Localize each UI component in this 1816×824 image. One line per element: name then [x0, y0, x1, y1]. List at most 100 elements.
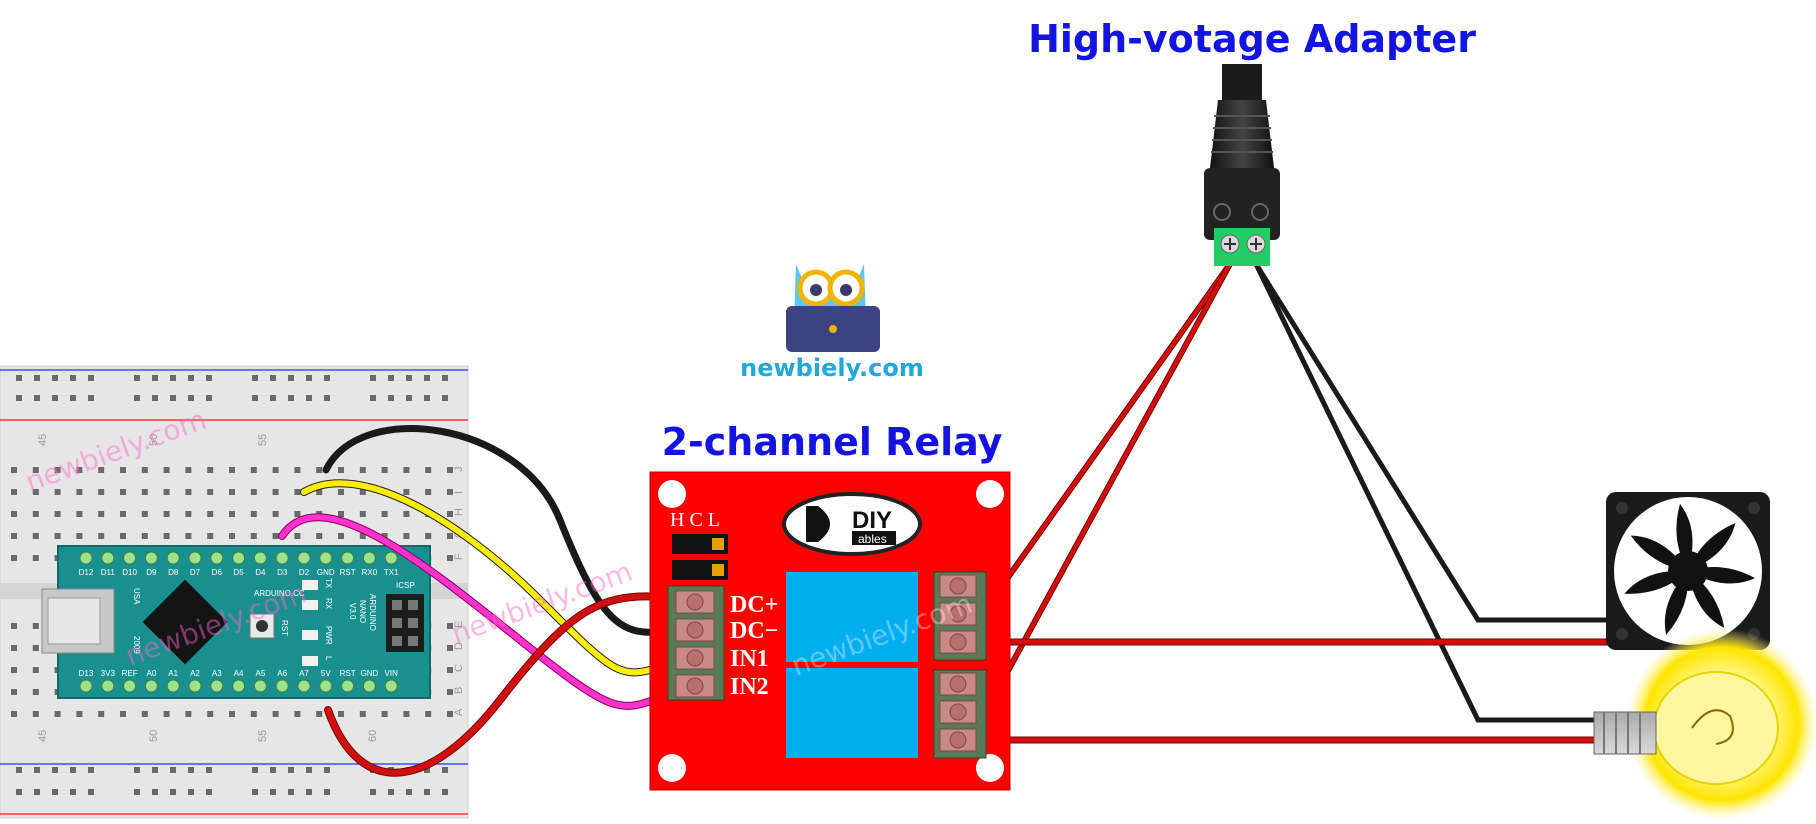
- minus-icon: [1251, 203, 1269, 221]
- row-letter-a: A: [453, 708, 465, 716]
- nano-bottom-pin-label: A1: [168, 669, 178, 678]
- led-tx: [302, 580, 318, 590]
- led-rx: [302, 600, 318, 610]
- nano-bottom-pin: [166, 679, 180, 693]
- pin-label-in1: IN1: [730, 646, 769, 672]
- nano-bottom-pin-label: A4: [234, 669, 244, 678]
- nano-top-pin: [188, 551, 202, 565]
- nano-top-pin-label: RST: [340, 568, 356, 577]
- col-number-45-bottom: 45: [37, 730, 49, 742]
- wire-black-gnd: [322, 425, 674, 636]
- nano-top-pin: [166, 551, 180, 565]
- nano-top-pin: [384, 551, 398, 565]
- nano-top-pin-label: D6: [212, 568, 223, 577]
- nano-tx-label: TX: [324, 578, 333, 589]
- nano-bottom-pin: [384, 679, 398, 693]
- nano-pwr-label: PWR: [324, 626, 333, 645]
- nano-top-pin-label: D9: [146, 568, 157, 577]
- jumper-labels: H C L: [670, 509, 720, 531]
- plus-icon: [1213, 203, 1231, 221]
- breadboard-column-numbers: 45 50 55 45 50 55 60: [37, 434, 379, 742]
- nano-bottom-pin: [232, 679, 246, 693]
- nano-top-pin: [297, 551, 311, 565]
- nano-top-pin-label: RX0: [362, 568, 378, 577]
- nano-top-pin-label: D11: [101, 568, 116, 577]
- nano-top-pin: [144, 551, 158, 565]
- wires: [278, 261, 1612, 777]
- nano-bottom-pin-label: A2: [190, 669, 200, 678]
- nano-bottom-pin-label: RST: [340, 669, 356, 678]
- nano-bottom-pin: [341, 679, 355, 693]
- nano-bottom-pin: [101, 679, 115, 693]
- nano-rst-label: RST: [280, 620, 289, 636]
- led-l: [302, 656, 318, 666]
- col-number-50-top: 50: [148, 434, 160, 446]
- pin-label-in2: IN2: [730, 674, 769, 700]
- nano-bottom-pin: [362, 679, 376, 693]
- nano-top-pin-label: D10: [122, 568, 137, 577]
- row-letter-c: C: [453, 664, 465, 672]
- nano-top-pin: [210, 551, 224, 565]
- nano-top-pin-label: D4: [255, 568, 266, 577]
- light-bulb: [1593, 628, 1816, 820]
- pin-label-dc-plus: DC+: [730, 592, 778, 618]
- nano-top-pin: [232, 551, 246, 565]
- brand-text: newbiely.com: [740, 354, 924, 382]
- col-number-50-bottom: 50: [148, 730, 160, 742]
- row-letter-d: D: [453, 642, 465, 650]
- nano-top-pin: [253, 551, 267, 565]
- logo-sub-text: ables: [858, 532, 887, 546]
- wire-black-adapter-bulb: [1253, 261, 1603, 723]
- wire-black-adapter-fan: [1253, 261, 1611, 623]
- fan: [1606, 492, 1770, 650]
- row-letter-b: B: [453, 687, 465, 694]
- dc-adapter: [1204, 64, 1280, 266]
- nano-bottom-pin: [123, 679, 137, 693]
- nano-top-pin-label: D3: [277, 568, 288, 577]
- nano-bottom-pin-label: REF: [122, 669, 138, 678]
- led-pwr: [302, 630, 318, 640]
- relay-2: [786, 668, 918, 758]
- nano-top-pin: [275, 551, 289, 565]
- microcontroller-chip: [142, 579, 228, 665]
- adapter-title: High-votage Adapter: [1028, 17, 1476, 61]
- relay-1: [786, 572, 918, 662]
- pin-label-dc-minus: DC−: [730, 618, 778, 644]
- nano-bottom-pin-label: A0: [147, 669, 157, 678]
- nano-year: 2009: [132, 636, 141, 654]
- relay-title: 2-channel Relay: [662, 420, 1003, 464]
- nano-name-line1: ARDUINO: [368, 594, 377, 631]
- nano-bottom-pin-label: A7: [299, 669, 309, 678]
- nano-rx-label: RX: [324, 598, 333, 610]
- nano-bottom-pin: [275, 679, 289, 693]
- col-number-55-top: 55: [257, 434, 269, 446]
- nano-top-pin: [341, 551, 355, 565]
- nano-bottom-pin-label: D13: [79, 669, 94, 678]
- nano-bottom-pin-label: 5V: [321, 669, 331, 678]
- nano-bottom-pin: [319, 679, 333, 693]
- nano-top-pin: [101, 551, 115, 565]
- nano-top-pin-label: D7: [190, 568, 201, 577]
- relay-module: DIY ables H C L DC+ DC− IN1 IN2: [649, 471, 1011, 791]
- nano-name-line3: V3.0: [348, 603, 357, 620]
- icsp-label: ICSP: [396, 581, 415, 590]
- nano-top-pin-label: D12: [79, 568, 94, 577]
- nano-bottom-pin: [210, 679, 224, 693]
- nano-top-pin: [123, 551, 137, 565]
- newbiely-logo: newbiely.com: [740, 264, 924, 382]
- nano-bottom-pin-label: A6: [277, 669, 287, 678]
- diyables-logo: DIY ables: [782, 492, 922, 556]
- nano-bottom-pin: [253, 679, 267, 693]
- icsp-header: [386, 594, 424, 652]
- nano-l-label: L: [324, 656, 333, 661]
- row-letter-e: E: [453, 621, 465, 628]
- nano-bottom-pin-label: 3V3: [101, 669, 116, 678]
- nano-top-pin-label: D2: [299, 568, 310, 577]
- nano-bottom-pin: [79, 679, 93, 693]
- col-number-45-top: 45: [37, 434, 49, 446]
- nano-top-pin-label: GND: [317, 568, 335, 577]
- logo-main-text: DIY: [852, 507, 892, 534]
- nano-top-pin-label: D8: [168, 568, 179, 577]
